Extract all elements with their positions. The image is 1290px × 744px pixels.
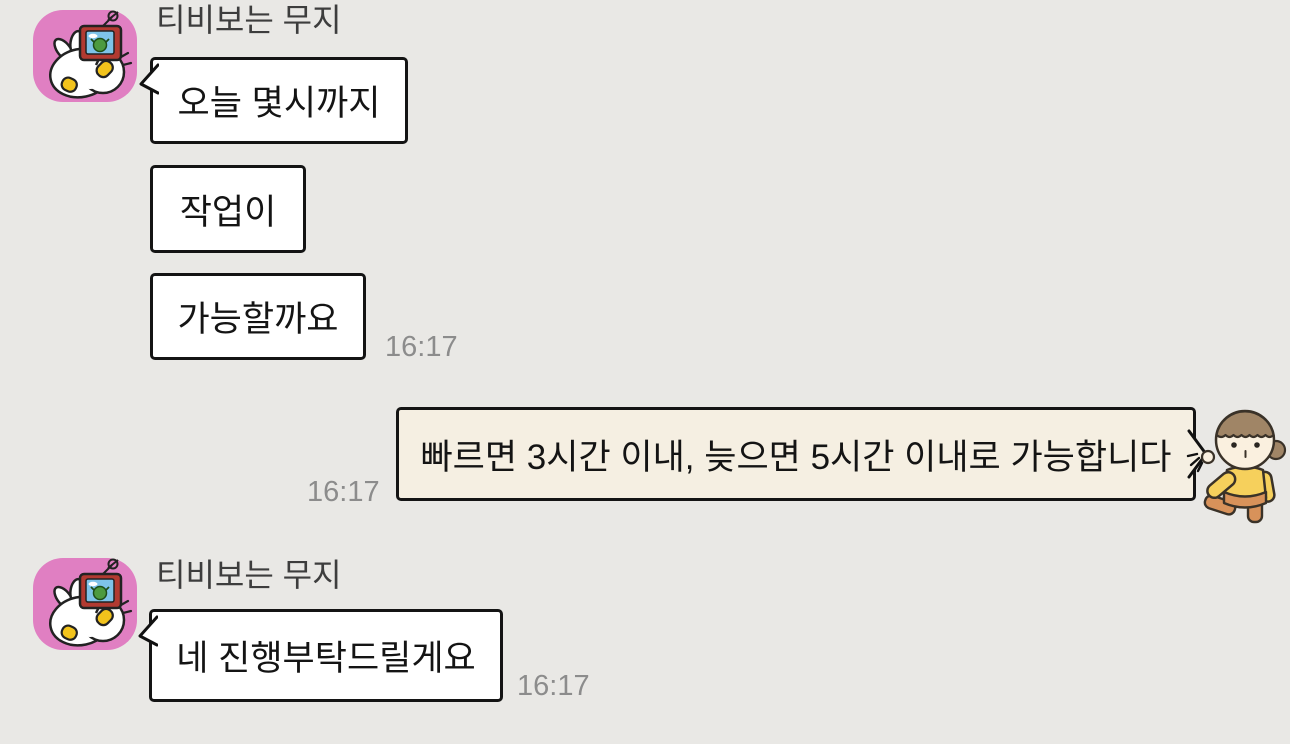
contact-avatar[interactable]: [33, 558, 137, 650]
incoming-message-bubble[interactable]: 네 진행부탁드릴게요: [149, 609, 503, 702]
pointing-person-icon: [1198, 386, 1290, 528]
sender-name: 티비보는 무지: [156, 557, 342, 593]
message-text: 네 진행부탁드릴게요: [176, 639, 476, 678]
message-text: 가능할까요: [177, 300, 339, 339]
speech-tail-icon: [137, 62, 159, 96]
incoming-message-bubble[interactable]: 가능할까요: [150, 273, 366, 360]
sender-name: 티비보는 무지: [156, 2, 342, 38]
incoming-message-bubble[interactable]: 작업이: [150, 165, 306, 253]
contact-avatar[interactable]: [33, 10, 137, 102]
my-character-sticker: [1198, 386, 1290, 528]
incoming-message-bubble[interactable]: 오늘 몇시까지: [150, 57, 408, 144]
message-text: 작업이: [179, 192, 277, 232]
message-timestamp: 16:17: [307, 476, 380, 508]
muzi-watching-tv-icon: [33, 10, 137, 102]
speech-tail-icon: [136, 614, 158, 648]
message-text: 빠르면 3시간 이내, 늦으면 5시간 이내로 가능합니다: [420, 437, 1172, 477]
muzi-watching-tv-icon: [33, 558, 137, 650]
outgoing-message-bubble[interactable]: 빠르면 3시간 이내, 늦으면 5시간 이내로 가능합니다: [396, 407, 1196, 501]
message-text: 오늘 몇시까지: [177, 84, 381, 123]
message-timestamp: 16:17: [385, 331, 458, 363]
message-timestamp: 16:17: [517, 670, 590, 702]
